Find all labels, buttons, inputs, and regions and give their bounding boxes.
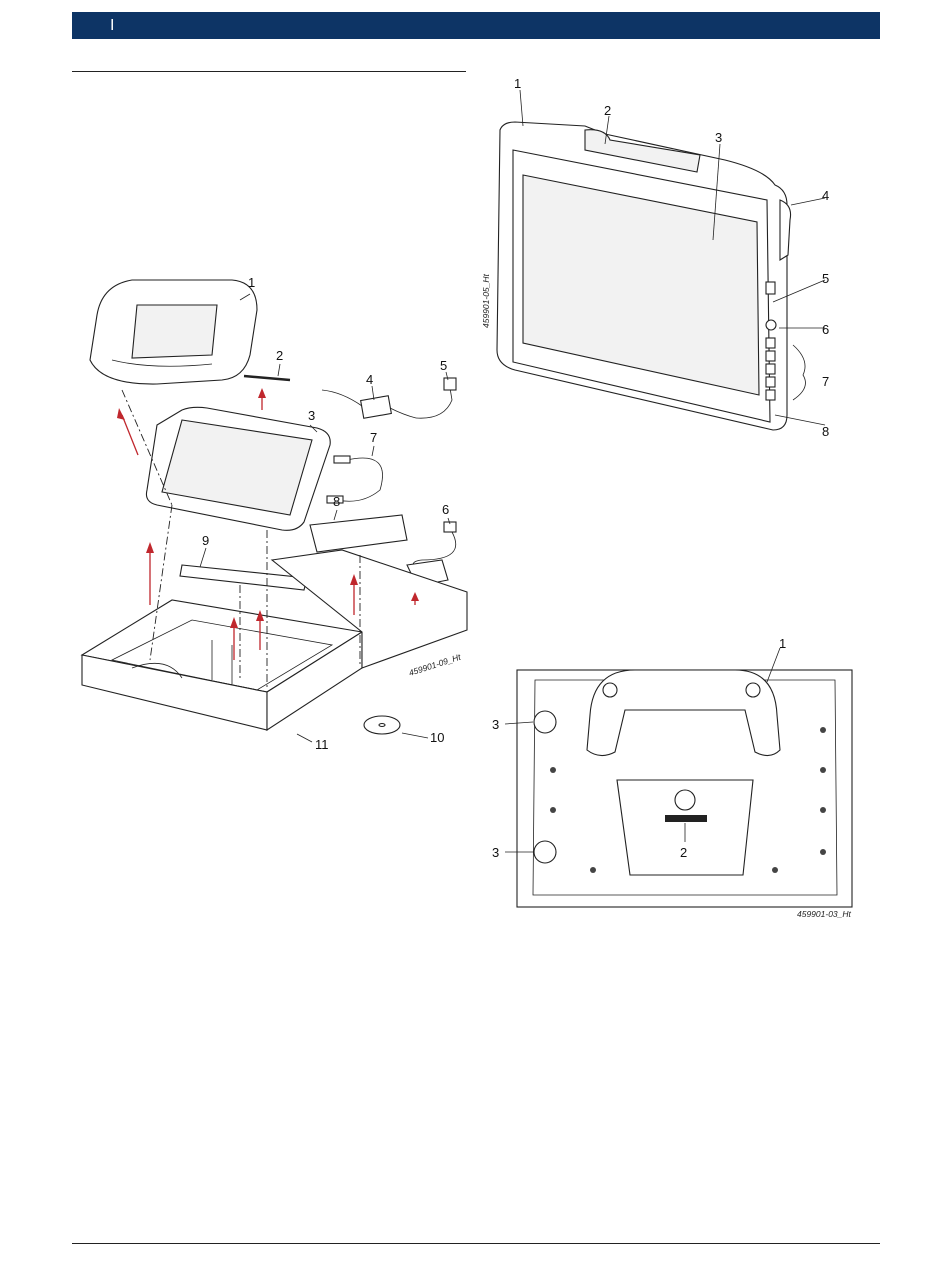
- figure-ref: 459901-09_Ht: [408, 652, 463, 678]
- callout-2: 2: [680, 845, 687, 860]
- callout-4: 4: [822, 188, 829, 203]
- callout-1: 1: [779, 636, 786, 651]
- callout-4: 4: [366, 372, 373, 387]
- figure-ref: 459901-05_Ht: [481, 273, 491, 328]
- callout-3: 3: [308, 408, 315, 423]
- figure-tablet-front: 1 2 3 4 5 6 7 8 459901-05_Ht: [475, 70, 855, 445]
- section-rule: [72, 71, 466, 72]
- callout-3-bottom: 3: [492, 845, 499, 860]
- header-mark: I: [110, 18, 114, 34]
- callout-2: 2: [276, 348, 283, 363]
- callout-5: 5: [822, 271, 829, 286]
- callout-6: 6: [442, 502, 449, 517]
- callout-6: 6: [822, 322, 829, 337]
- callout-8: 8: [822, 424, 829, 439]
- callout-2: 2: [604, 103, 611, 118]
- callout-1: 1: [514, 76, 521, 91]
- callout-3: 3: [715, 130, 722, 145]
- callout-8: 8: [333, 494, 340, 509]
- callout-5: 5: [440, 358, 447, 373]
- callout-7: 7: [822, 374, 829, 389]
- figure-case-contents: 1 2 3 4 5 6 7 8 9 10 11 459901-09_Ht: [72, 260, 472, 760]
- callout-9: 9: [202, 533, 209, 548]
- footer-rule: [72, 1243, 880, 1244]
- callout-7: 7: [370, 430, 377, 445]
- header-bar: I: [72, 12, 880, 39]
- callout-1: 1: [248, 275, 255, 290]
- figure-ref: 459901-03_Ht: [797, 909, 852, 919]
- callout-3-top: 3: [492, 717, 499, 732]
- figure-tablet-back: 1 2 3 3 459901-03_Ht: [475, 630, 865, 930]
- callout-11: 11: [315, 737, 329, 752]
- callout-10: 10: [430, 730, 444, 745]
